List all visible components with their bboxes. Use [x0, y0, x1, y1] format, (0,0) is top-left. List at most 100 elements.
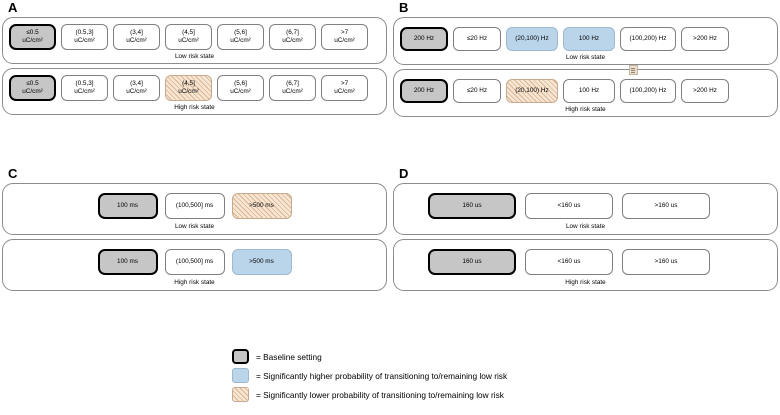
- chip-list: ≤0.5 uC/cm² (0.5,3] uC/cm² (3,4] uC/cm² …: [9, 75, 380, 101]
- chip-setting[interactable]: (6,7] uC/cm²: [269, 24, 316, 50]
- chip-line1: (0.5,3]: [75, 79, 94, 87]
- chip-line2: uC/cm²: [22, 37, 43, 44]
- panel-grid: A ≤0.5 uC/cm² (0.5,3] uC/cm² (3,4] uC/cm…: [2, 0, 778, 295]
- chip-setting[interactable]: (3,4] uC/cm²: [113, 75, 160, 101]
- chip-line2: uC/cm²: [230, 37, 251, 44]
- chip-line1: 100 Hz: [578, 34, 600, 42]
- panel-letter-b: B: [399, 0, 409, 15]
- risk-state-label: Low risk state: [174, 53, 215, 60]
- chip-setting[interactable]: >200 Hz: [681, 27, 729, 51]
- chip-setting[interactable]: ≤0.5 uC/cm²: [9, 75, 56, 101]
- legend-label: = Significantly lower probability of tra…: [256, 389, 504, 400]
- chip-list: 200 Hz ≤20 Hz (20,100) Hz 100 Hz (100,20…: [400, 79, 771, 103]
- chip-setting[interactable]: 100 ms: [97, 193, 158, 219]
- chip-line1: (100,500] ms: [175, 257, 214, 265]
- panel-a-low-risk-row: ≤0.5 uC/cm² (0.5,3] uC/cm² (3,4] uC/cm² …: [2, 17, 387, 64]
- figure-legend: = Baseline setting = Significantly highe…: [232, 349, 507, 402]
- chip-line1: 200 Hz: [413, 86, 435, 94]
- chip-setting[interactable]: >160 us: [622, 249, 710, 275]
- chip-line2: uC/cm²: [282, 37, 303, 44]
- chip-setting[interactable]: >7 uC/cm²: [321, 24, 368, 50]
- chip-setting[interactable]: (20,100) Hz: [506, 27, 558, 51]
- chip-setting[interactable]: (6,7] uC/cm²: [269, 75, 316, 101]
- chip-line2: uC/cm²: [126, 37, 147, 44]
- chip-list: 200 Hz ≤20 Hz (20,100) Hz 100 Hz (100,20…: [400, 27, 771, 51]
- chip-line2: uC/cm²: [334, 88, 355, 95]
- panel-b-low-risk-row: 200 Hz ≤20 Hz (20,100) Hz 100 Hz (100,20…: [393, 17, 778, 65]
- chip-line1: 160 us: [462, 201, 482, 209]
- chip-setting[interactable]: (100,200) Hz: [620, 79, 676, 103]
- panel-c: C 100 ms (100,500] ms >500 ms Low risk s…: [2, 166, 387, 295]
- chip-list: 160 us <160 us >160 us: [400, 193, 771, 219]
- chip-line1: 100 ms: [117, 257, 138, 265]
- chip-setting[interactable]: >7 uC/cm²: [321, 75, 368, 101]
- panel-c-high-risk-row: 100 ms (100,500] ms >500 ms High risk st…: [2, 239, 387, 291]
- chip-setting[interactable]: 200 Hz: [400, 27, 448, 51]
- chip-line2: uC/cm²: [74, 88, 95, 95]
- chip-line2: uC/cm²: [22, 88, 43, 95]
- chip-line1: ≤0.5: [26, 28, 39, 36]
- chip-line1: ≤20 Hz: [466, 86, 488, 94]
- chip-setting[interactable]: ≤20 Hz: [453, 27, 501, 51]
- chip-setting[interactable]: (20,100) Hz: [506, 79, 558, 103]
- chip-line1: >500 ms: [249, 257, 274, 265]
- chip-setting[interactable]: (4,5] uC/cm²: [165, 75, 212, 101]
- chip-line1: (100,200) Hz: [629, 34, 667, 42]
- chip-line2: uC/cm²: [178, 37, 199, 44]
- risk-state-label: High risk state: [174, 279, 215, 286]
- chip-setting[interactable]: ≤20 Hz: [453, 79, 501, 103]
- chip-setting[interactable]: <160 us: [525, 249, 613, 275]
- chip-setting[interactable]: 100 ms: [97, 249, 158, 275]
- chip-setting[interactable]: (0.5,3] uC/cm²: [61, 24, 108, 50]
- chip-setting[interactable]: 160 us: [428, 249, 516, 275]
- chip-setting[interactable]: >500 ms: [231, 193, 292, 219]
- chip-setting[interactable]: (100,200) Hz: [620, 27, 676, 51]
- chip-line1: >200 Hz: [693, 86, 717, 94]
- panel-d: D 160 us <160 us >160 us Low risk state …: [393, 166, 778, 295]
- chip-line1: (4,5]: [182, 79, 195, 87]
- risk-state-label: Low risk state: [565, 54, 606, 61]
- chip-line1: 200 Hz: [413, 34, 435, 42]
- chip-setting[interactable]: ≤0.5 uC/cm²: [9, 24, 56, 50]
- chip-list: ≤0.5 uC/cm² (0.5,3] uC/cm² (3,4] uC/cm² …: [9, 24, 380, 50]
- chip-line1: >160 us: [654, 257, 678, 265]
- lower-probability-swatch-icon: [232, 387, 249, 402]
- chip-line1: (100,500] ms: [175, 201, 214, 209]
- chip-line1: >7: [340, 79, 349, 87]
- chip-line1: ≤0.5: [26, 79, 39, 87]
- chip-setting[interactable]: (0.5,3] uC/cm²: [61, 75, 108, 101]
- chip-setting[interactable]: 100 Hz: [563, 79, 615, 103]
- chip-setting[interactable]: (100,500] ms: [164, 193, 225, 219]
- chip-setting[interactable]: (5,6] uC/cm²: [217, 24, 264, 50]
- chip-setting[interactable]: 160 us: [428, 193, 516, 219]
- chip-line1: (0.5,3]: [75, 28, 94, 36]
- chip-line1: (6,7]: [286, 79, 299, 87]
- chip-setting[interactable]: (4,5] uC/cm²: [165, 24, 212, 50]
- chip-setting[interactable]: 100 Hz: [563, 27, 615, 51]
- legend-label: = Significantly higher probability of tr…: [256, 370, 508, 381]
- chip-line1: (20,100) Hz: [515, 86, 549, 94]
- panel-b-high-risk-row: 200 Hz ≤20 Hz (20,100) Hz 100 Hz (100,20…: [393, 65, 778, 117]
- chip-line1: (5,6]: [234, 79, 247, 87]
- risk-state-label: Low risk state: [174, 223, 215, 230]
- chip-line2: uC/cm²: [178, 88, 199, 95]
- chip-line1: (4,5]: [182, 28, 195, 36]
- chip-line2: uC/cm²: [126, 88, 147, 95]
- chip-setting[interactable]: (5,6] uC/cm²: [217, 75, 264, 101]
- panel-letter-d: D: [399, 166, 409, 181]
- chip-line2: uC/cm²: [230, 88, 251, 95]
- chip-setting[interactable]: >160 us: [622, 193, 710, 219]
- panel-d-high-risk-row: 160 us <160 us >160 us High risk state: [393, 239, 778, 291]
- chip-list: 100 ms (100,500] ms >500 ms: [9, 193, 380, 219]
- chip-setting[interactable]: >200 Hz: [681, 79, 729, 103]
- chip-setting[interactable]: >500 ms: [231, 249, 292, 275]
- panel-d-low-risk-row: 160 us <160 us >160 us Low risk state: [393, 183, 778, 235]
- chip-setting[interactable]: (100,500] ms: [164, 249, 225, 275]
- panel-b: B 200 Hz ≤20 Hz (20,100) Hz 100 Hz (100,…: [393, 0, 778, 121]
- chip-setting[interactable]: 200 Hz: [400, 79, 448, 103]
- chip-setting[interactable]: <160 us: [525, 193, 613, 219]
- chip-line2: uC/cm²: [334, 37, 355, 44]
- chip-setting[interactable]: (3,4] uC/cm²: [113, 24, 160, 50]
- chip-line1: 160 us: [462, 257, 482, 265]
- chip-line1: ≤20 Hz: [466, 34, 488, 42]
